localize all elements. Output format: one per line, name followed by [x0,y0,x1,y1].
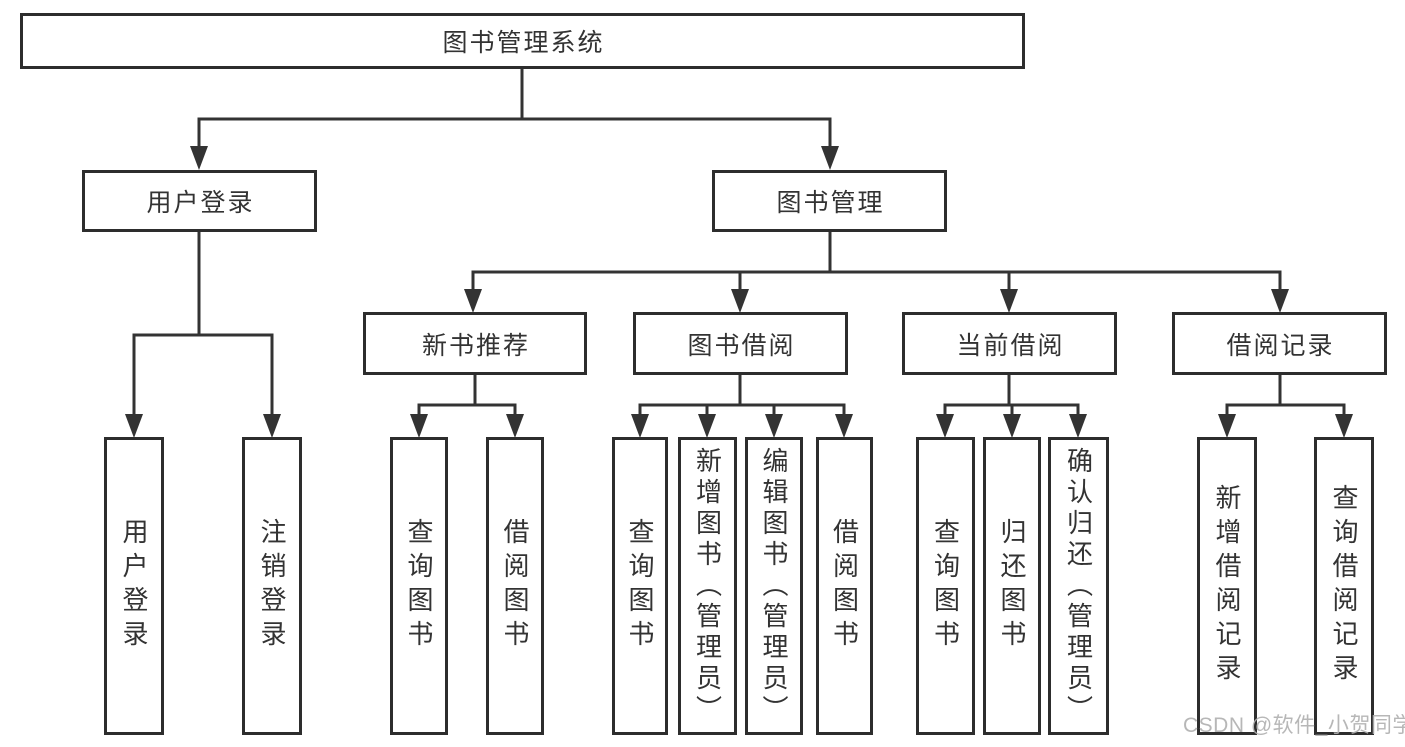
leaf-add-books-admin-label: 新增图书（管理员） [692,446,723,726]
leaf-return-books: 归还图书 [983,437,1041,735]
node-root-label: 图书管理系统 [442,29,605,57]
node-book-borrowing-label: 图书借阅 [687,331,796,360]
leaf-borrowing-borrow-books: 借阅图书 [816,437,873,735]
node-root: 图书管理系统 [20,13,1025,69]
node-user-login: 用户登录 [82,170,317,232]
node-new-book-recommendation: 新书推荐 [363,312,587,375]
leaf-recommend-query-books-label: 查询图书 [404,518,434,654]
leaf-confirm-return-admin: 确认归还（管理员） [1048,437,1109,735]
leaf-user-login-label: 用户登录 [119,518,149,654]
leaf-confirm-return-admin-label: 确认归还（管理员） [1063,446,1094,726]
node-book-management-label: 图书管理 [776,189,885,217]
leaf-borrowing-query-books: 查询图书 [612,437,668,735]
node-book-management: 图书管理 [712,170,947,232]
node-new-book-recommendation-label: 新书推荐 [421,331,530,360]
node-user-login-label: 用户登录 [146,189,255,217]
node-current-borrowing: 当前借阅 [902,312,1117,375]
leaf-edit-books-admin: 编辑图书（管理员） [745,437,803,735]
node-borrowing-records: 借阅记录 [1172,312,1387,375]
leaf-current-query-books-label: 查询图书 [930,518,961,654]
leaf-add-books-admin: 新增图书（管理员） [678,437,737,735]
node-book-borrowing: 图书借阅 [633,312,848,375]
leaf-logout: 注销登录 [242,437,302,735]
leaf-recommend-borrow-books-label: 借阅图书 [500,518,530,654]
leaf-query-borrow-record-label: 查询借阅记录 [1329,484,1359,688]
leaf-add-borrow-record: 新增借阅记录 [1197,437,1257,735]
leaf-query-borrow-record: 查询借阅记录 [1314,437,1374,735]
csdn-watermark: CSDN @软件_小贺同学 [1183,714,1405,737]
node-borrowing-records-label: 借阅记录 [1226,331,1335,360]
leaf-logout-label: 注销登录 [257,518,287,654]
leaf-edit-books-admin-label: 编辑图书（管理员） [759,446,789,726]
leaf-recommend-query-books: 查询图书 [390,437,448,735]
leaf-add-borrow-record-label: 新增借阅记录 [1212,484,1242,688]
leaf-borrowing-query-books-label: 查询图书 [625,518,655,654]
leaf-return-books-label: 归还图书 [997,518,1027,654]
leaf-recommend-borrow-books: 借阅图书 [486,437,544,735]
leaf-borrowing-borrow-books-label: 借阅图书 [829,518,860,654]
leaf-current-query-books: 查询图书 [916,437,975,735]
node-current-borrowing-label: 当前借阅 [956,331,1065,360]
leaf-user-login: 用户登录 [104,437,164,735]
